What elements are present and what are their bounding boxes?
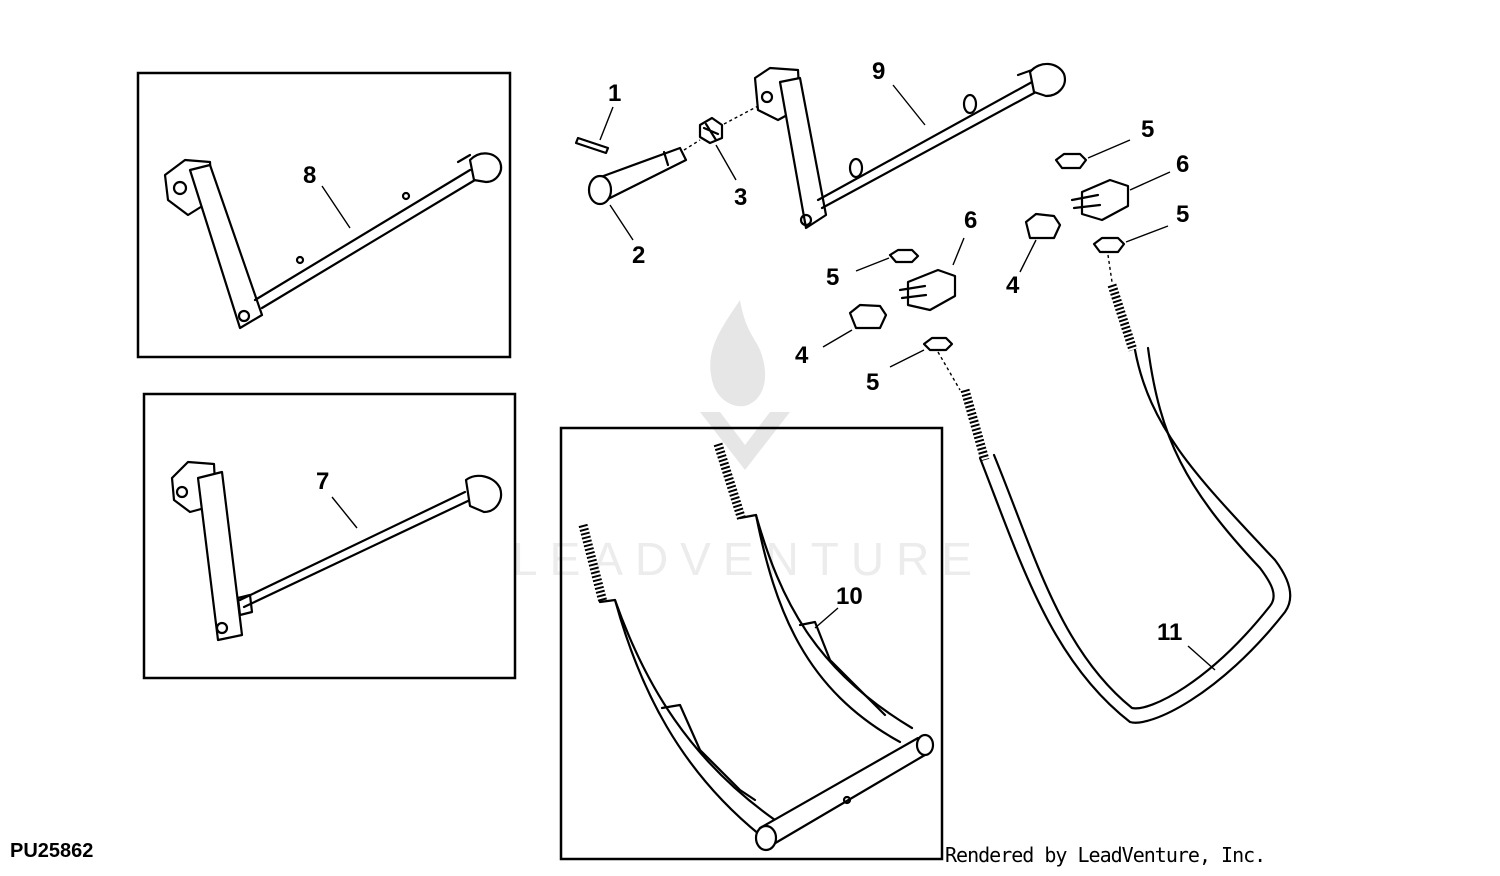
callout-1: 1 [608, 80, 621, 107]
part-7-rockshaft-arm [170, 460, 503, 642]
part-5-nut-upper-left [888, 248, 920, 264]
detail-box-8 [136, 71, 512, 359]
callout-9: 9 [872, 58, 885, 85]
detail-box-7 [142, 392, 517, 680]
part-5-nut-lower-right [1092, 236, 1126, 254]
callout-10: 10 [836, 583, 863, 610]
watermark: LEADVENTURE [512, 300, 984, 585]
callout-6-right: 6 [1176, 151, 1189, 178]
callout-4-right: 4 [1006, 272, 1020, 299]
callout-6-left: 6 [964, 207, 977, 234]
part-11-u-frame [960, 283, 1292, 724]
callout-11: 11 [1157, 619, 1182, 646]
callout-5-upper-left: 5 [826, 264, 839, 291]
part-10-u-frame [578, 442, 935, 852]
callout-2: 2 [632, 242, 645, 269]
part-4-spacer-left [848, 303, 888, 330]
watermark-text: LEADVENTURE [512, 533, 984, 585]
part-6-clamp-right [1070, 178, 1130, 222]
part-5-nut-lower-left [922, 336, 954, 352]
part-9-rockshaft-arm [753, 62, 1066, 230]
part-2-pin [587, 146, 688, 206]
part-4-spacer-right [1024, 212, 1062, 240]
callout-7: 7 [316, 468, 329, 495]
callout-3: 3 [734, 184, 747, 211]
detail-box-10 [559, 426, 944, 861]
part-6-clamp-left [898, 268, 957, 312]
callout-5-lower-left: 5 [866, 369, 879, 396]
part-3-nut [698, 116, 724, 145]
render-credit: Rendered by LeadVenture, Inc. [945, 843, 1266, 867]
callout-4-left: 4 [795, 342, 809, 369]
part-8-rockshaft-arm [163, 152, 503, 330]
part-1-cotter-pin [574, 136, 610, 155]
callout-8: 8 [303, 162, 316, 189]
callout-5-lower-right: 5 [1176, 201, 1189, 228]
callout-5-upper-right: 5 [1141, 116, 1154, 143]
diagram-id-label: PU25862 [10, 840, 94, 862]
part-5-nut-upper-right [1054, 152, 1088, 170]
